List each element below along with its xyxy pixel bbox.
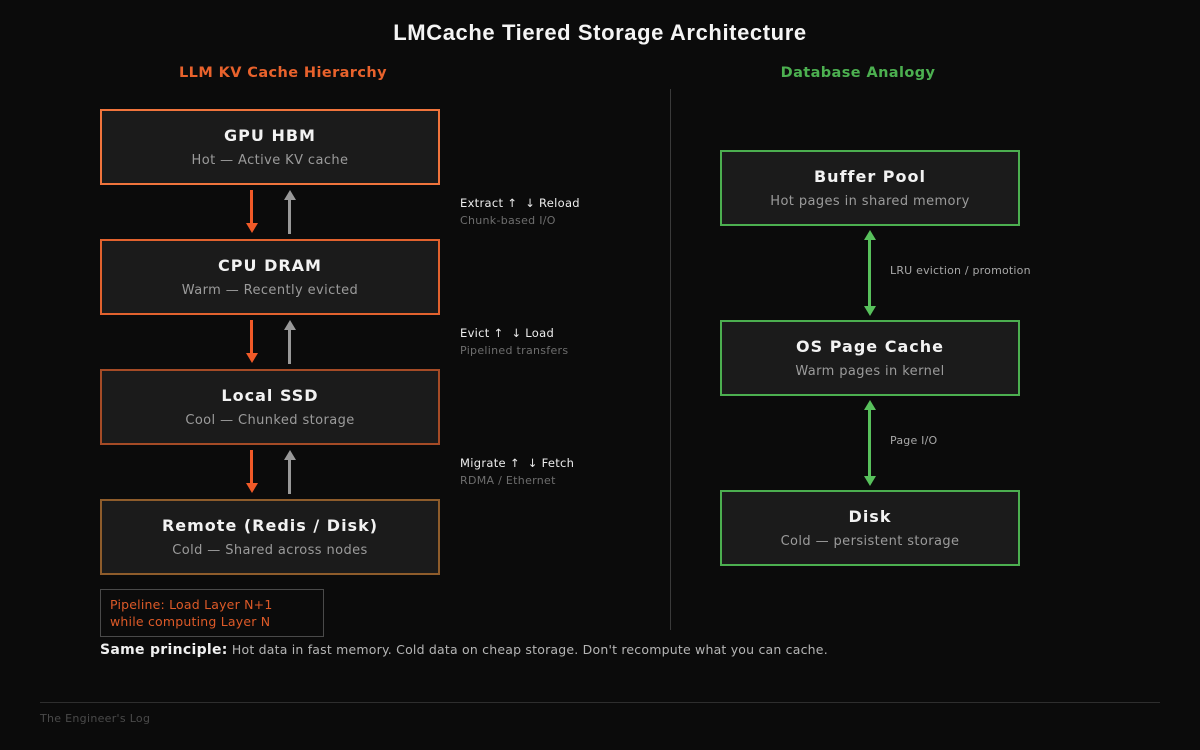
tier-title: Remote (Redis / Disk) xyxy=(161,516,379,535)
transition-migrate-fetch: Migrate ↑ ↓ Fetch RDMA / Ethernet xyxy=(460,455,670,488)
tier-title: OS Page Cache xyxy=(796,337,944,356)
lru-eviction-label: LRU eviction / promotion xyxy=(890,264,1031,277)
tier-box-gpu-hbm: GPU HBM Hot — Active KV cache xyxy=(100,109,440,185)
double-arrow-icon xyxy=(868,409,871,477)
right-column-header: Database Analogy xyxy=(780,65,936,81)
tier-box-os-page-cache: OS Page Cache Warm pages in kernel xyxy=(720,320,1020,396)
tier-subtitle: Cold — Shared across nodes xyxy=(172,543,368,558)
tier-title: CPU DRAM xyxy=(218,256,322,275)
down-arrow-icon xyxy=(250,450,253,484)
footer-brand: The Engineer's Log xyxy=(40,712,151,725)
down-arrow-icon xyxy=(250,190,253,224)
tier-box-remote: Remote (Redis / Disk) Cold — Shared acro… xyxy=(100,499,440,575)
transition-label: Migrate ↑ ↓ Fetch xyxy=(460,456,575,470)
tier-box-disk: Disk Cold — persistent storage xyxy=(720,490,1020,566)
principle-label: Same principle: xyxy=(100,642,228,658)
transition-sublabel: RDMA / Ethernet xyxy=(460,474,556,487)
tier-box-buffer-pool: Buffer Pool Hot pages in shared memory xyxy=(720,150,1020,226)
principle-text: Hot data in fast memory. Cold data on ch… xyxy=(227,642,828,657)
tier-title: Buffer Pool xyxy=(813,167,926,186)
principle-statement: Same principle: Hot data in fast memory.… xyxy=(100,640,1150,659)
tier-title: Disk xyxy=(848,507,892,526)
footer-divider xyxy=(40,702,1160,703)
double-arrow-icon xyxy=(868,239,871,307)
up-arrow-icon xyxy=(288,459,291,494)
pipeline-note: Pipeline: Load Layer N+1 while computing… xyxy=(100,589,324,637)
transition-evict-load: Evict ↑ ↓ Load Pipelined transfers xyxy=(460,325,670,358)
transition-sublabel: Chunk-based I/O xyxy=(460,214,556,227)
tier-title: Local SSD xyxy=(221,386,319,405)
tier-subtitle: Warm — Recently evicted xyxy=(181,283,359,298)
up-arrow-icon xyxy=(288,329,291,364)
tier-subtitle: Hot pages in shared memory xyxy=(770,194,970,209)
transition-label: Extract ↑ ↓ Reload xyxy=(460,196,580,210)
down-arrow-icon xyxy=(250,320,253,354)
transition-sublabel: Pipelined transfers xyxy=(460,344,569,357)
tier-subtitle: Hot — Active KV cache xyxy=(191,153,349,168)
column-divider xyxy=(670,89,671,630)
tier-subtitle: Cool — Chunked storage xyxy=(185,413,355,428)
page-io-label: Page I/O xyxy=(890,434,938,447)
tier-box-local-ssd: Local SSD Cool — Chunked storage xyxy=(100,369,440,445)
tier-box-cpu-dram: CPU DRAM Warm — Recently evicted xyxy=(100,239,440,315)
page-title: LMCache Tiered Storage Architecture xyxy=(393,20,807,45)
transition-label: Evict ↑ ↓ Load xyxy=(460,326,555,340)
tier-subtitle: Cold — persistent storage xyxy=(780,534,960,549)
tier-subtitle: Warm pages in kernel xyxy=(795,364,945,379)
transition-extract-reload: Extract ↑ ↓ Reload Chunk-based I/O xyxy=(460,195,670,228)
up-arrow-icon xyxy=(288,199,291,234)
tier-title: GPU HBM xyxy=(224,126,316,145)
left-column-header: LLM KV Cache Hierarchy xyxy=(179,65,387,81)
